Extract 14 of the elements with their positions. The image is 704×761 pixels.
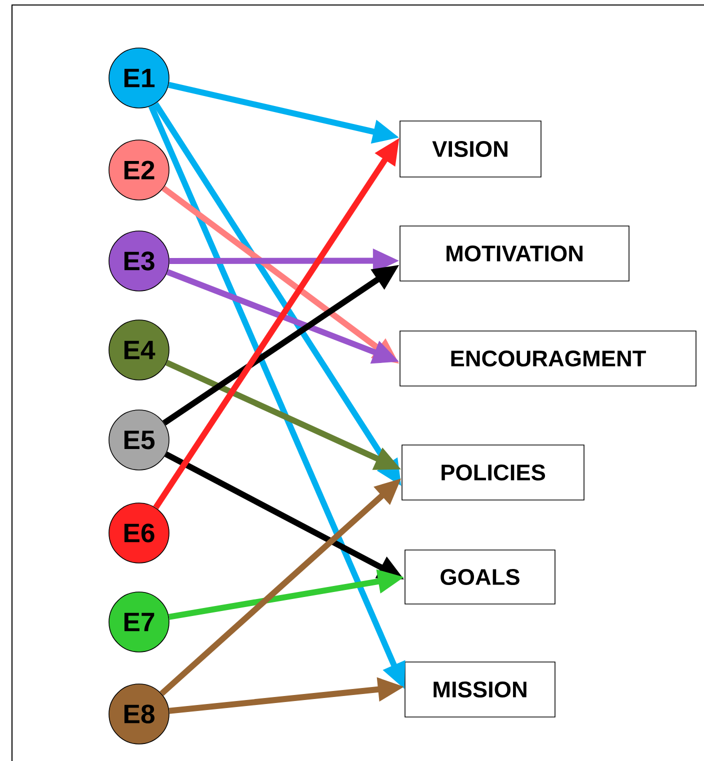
circle-node: E5 xyxy=(108,410,170,470)
circle-node: E4 xyxy=(108,320,170,380)
circle-node: E6 xyxy=(108,502,170,564)
label-box: GOALS xyxy=(404,550,556,604)
label-box: MOTIVATION xyxy=(400,226,630,282)
circle-node: E2 xyxy=(108,140,170,200)
circle-node: E8 xyxy=(108,684,170,744)
label-box: ENCOURAGMENT xyxy=(400,330,696,386)
label-box: MISSION xyxy=(404,662,556,718)
circle-node: E7 xyxy=(108,592,170,652)
circle-node: E1 xyxy=(108,48,170,108)
label-box: VISION xyxy=(400,120,542,178)
circle-node: E3 xyxy=(108,230,170,292)
label-box: POLICIES xyxy=(402,444,584,500)
